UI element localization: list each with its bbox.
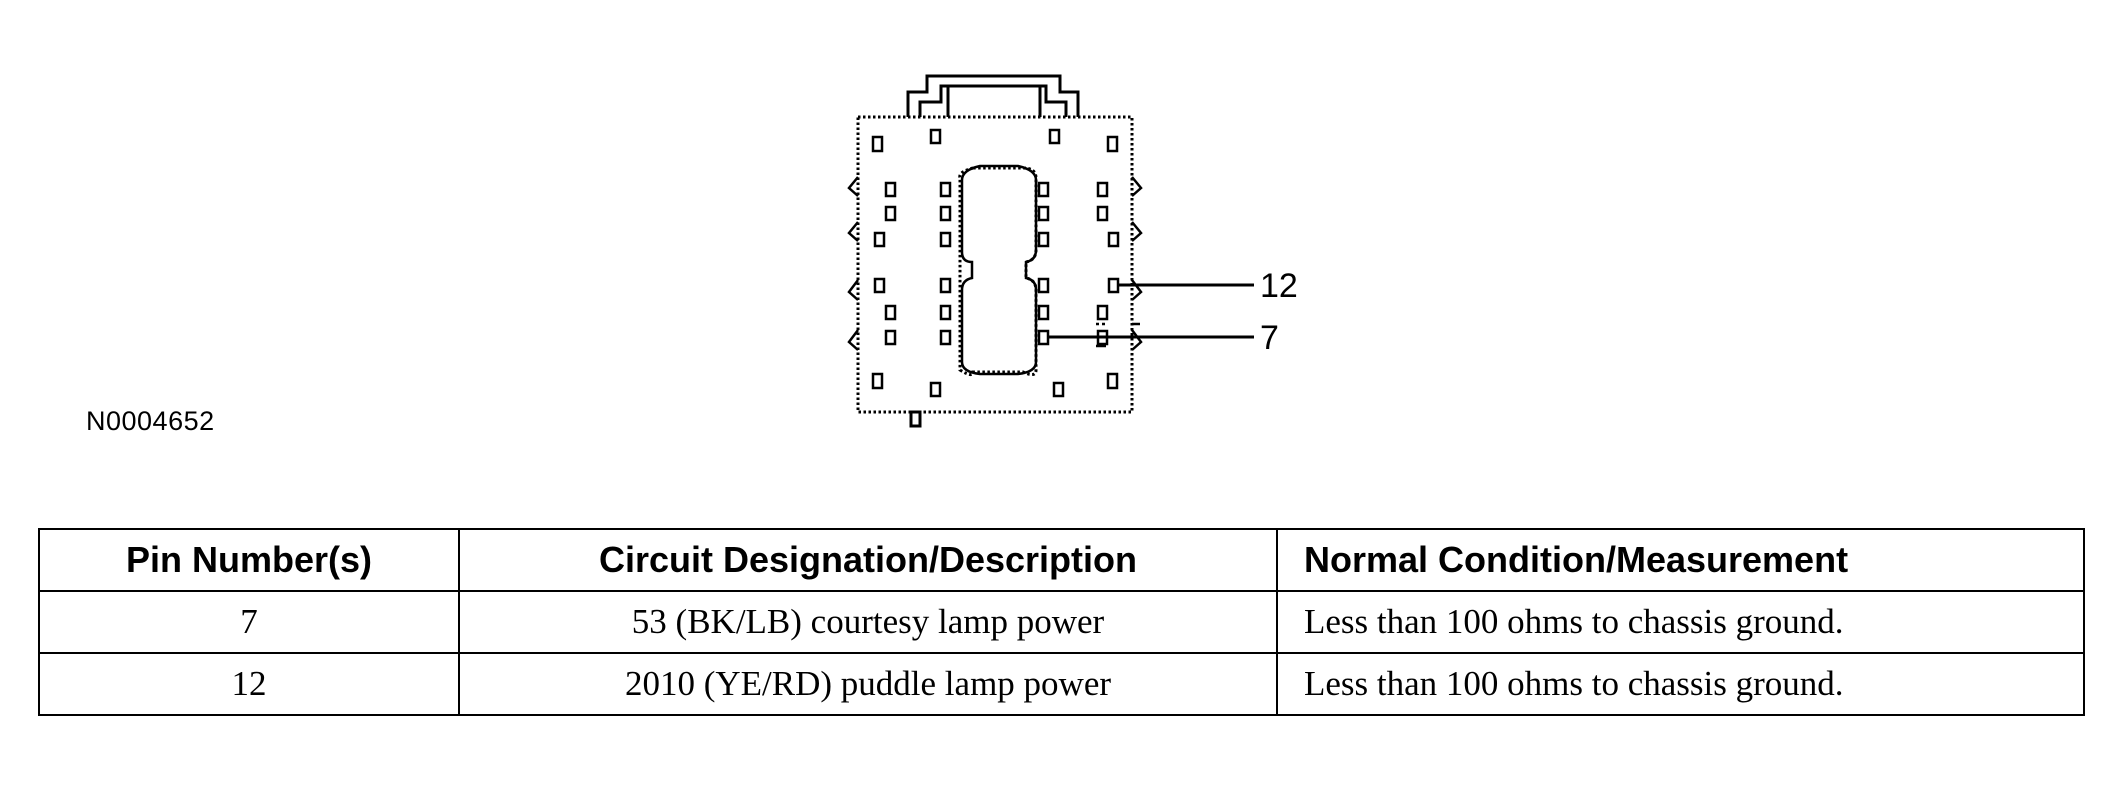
cell-normal-condition: Less than 100 ohms to chassis ground. (1276, 652, 2085, 716)
pin-cavity (884, 329, 897, 346)
table-row: 12 2010 (YE/RD) puddle lamp power Less t… (38, 652, 2085, 716)
pin-cavity (1037, 304, 1050, 321)
connector-bottom-tab (909, 410, 922, 428)
cell-pin-number: 12 (38, 652, 460, 716)
pin-cavity (939, 181, 952, 198)
pin-cavity (871, 135, 884, 153)
pin-cavity (1037, 231, 1050, 248)
callout-label-7: 7 (1260, 319, 1279, 357)
pin-cavity (939, 329, 952, 346)
pin-cavity (1096, 205, 1109, 222)
pin-cavity (1048, 128, 1061, 145)
pin-table: Pin Number(s) Circuit Designation/Descri… (38, 528, 2085, 716)
pin-cavity (939, 304, 952, 321)
connector-body (856, 115, 1134, 414)
pin-cavity (1096, 181, 1109, 198)
connector-face-diagram: 12 7 (847, 74, 1298, 428)
pin-cavity (1107, 231, 1120, 248)
pin-cavity (1106, 135, 1119, 153)
connector-side-ribs (847, 176, 1143, 351)
cell-pin-number: 7 (38, 590, 460, 654)
header-normal-condition: Normal Condition/Measurement (1276, 528, 2085, 592)
pin-cavity (939, 205, 952, 222)
cell-normal-condition: Less than 100 ohms to chassis ground. (1276, 590, 2085, 654)
pin-cavity (1096, 304, 1109, 321)
pin-cavity (929, 381, 942, 398)
connector-latch (906, 74, 1080, 117)
header-pin-numbers: Pin Number(s) (38, 528, 460, 592)
pin-cavity (1106, 372, 1119, 390)
pin-cavity (929, 128, 942, 145)
pin-cavities (871, 128, 1120, 398)
pin-cavity-7 (1037, 329, 1050, 346)
pin-cavity (873, 277, 886, 294)
pin-cavity (884, 205, 897, 222)
pin-cavity (1037, 277, 1050, 294)
pin-cavity (1037, 205, 1050, 222)
header-circuit-description: Circuit Designation/Description (458, 528, 1278, 592)
pin-cavity (939, 277, 952, 294)
pin-cavity (884, 304, 897, 321)
pin-cavity (1037, 181, 1050, 198)
pin-cavity (873, 231, 886, 248)
callout-label-12: 12 (1260, 267, 1298, 305)
pin-cavity (871, 372, 884, 390)
table-header-row: Pin Number(s) Circuit Designation/Descri… (38, 528, 2085, 592)
cell-circuit-description: 53 (BK/LB) courtesy lamp power (458, 590, 1278, 654)
figure-id: N0004652 (86, 406, 215, 436)
cell-circuit-description: 2010 (YE/RD) puddle lamp power (458, 652, 1278, 716)
table-row: 7 53 (BK/LB) courtesy lamp power Less th… (38, 590, 2085, 654)
pin-cavity-12 (1107, 277, 1120, 294)
pin-cavity (1052, 381, 1065, 398)
pin-cavity (884, 181, 897, 198)
pin-cavity (939, 231, 952, 248)
